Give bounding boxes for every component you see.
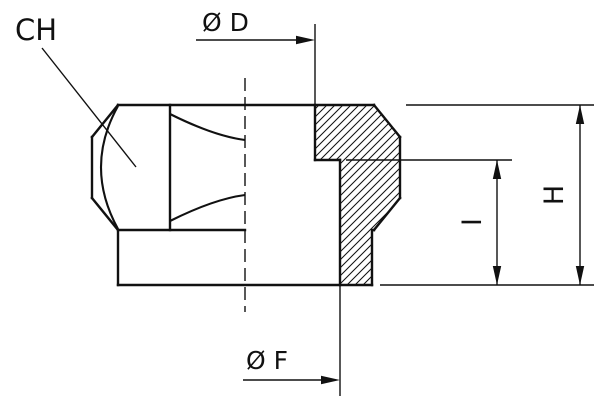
- part-outline: [90, 103, 402, 287]
- label-diameter-d: Ø D: [202, 8, 249, 37]
- dim-diameter-d: Ø D: [196, 8, 316, 105]
- label-depth-i: I: [457, 218, 488, 226]
- section-hatching: [315, 105, 400, 285]
- hex-external-view: [99, 103, 246, 232]
- dim-diameter-f: Ø F: [243, 285, 341, 396]
- label-height-h: H: [539, 185, 570, 205]
- dim-height-h: H: [380, 104, 594, 286]
- leader-ch: CH: [15, 13, 137, 168]
- label-diameter-f: Ø F: [246, 346, 288, 375]
- label-ch: CH: [15, 13, 57, 47]
- dim-depth-i: I: [346, 159, 512, 285]
